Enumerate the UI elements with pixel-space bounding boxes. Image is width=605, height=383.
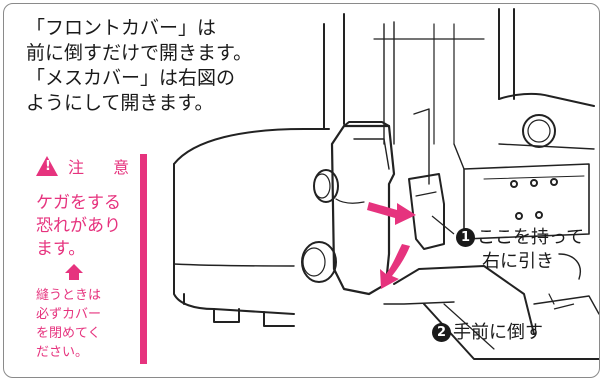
caution-sub-line: ださい。 xyxy=(36,345,89,360)
exclamation-mark: ! xyxy=(45,159,51,174)
caution-sub-line: 必ずカバー xyxy=(36,307,102,322)
step1-callout-line2: 右に引き xyxy=(482,247,554,273)
step2-line1: 手前に倒す xyxy=(453,322,543,343)
step1-number: 1 xyxy=(456,228,475,247)
caution-sub-line: 縫うときは xyxy=(36,288,102,303)
intro-line: 前に倒すだけで開きます。 xyxy=(26,42,253,64)
step2-number: 2 xyxy=(432,323,451,342)
caution-main-text: ケガをする 恐れがあり ます。 xyxy=(36,192,121,261)
up-arrow-stem xyxy=(69,273,79,280)
step1-line1: ここを持って xyxy=(477,227,585,248)
caution-main-line: ケガをする xyxy=(36,193,121,213)
step1-line2: 右に引き xyxy=(482,251,554,272)
exclamation-icon: ! xyxy=(36,156,58,176)
overlock-machine-illustration xyxy=(173,8,599,360)
caution-sub-line: を閉めてく xyxy=(36,326,101,341)
caution-header: ! 注 意 xyxy=(36,154,141,178)
up-arrow-icon xyxy=(65,264,83,273)
caution-box: ! 注 意 ケガをする 恐れがあり ます。 縫うときは 必ずカバー を閉めてく … xyxy=(36,154,148,364)
caution-sub-text: 縫うときは 必ずカバー を閉めてく ださい。 xyxy=(36,286,101,362)
intro-line: 「フロントカバー」は xyxy=(26,17,217,39)
caution-bar xyxy=(140,154,147,364)
intro-line: 「メスカバー」は右図の xyxy=(26,67,236,89)
intro-line: ようにして開きます。 xyxy=(26,92,214,114)
content-frame: 「フロントカバー」は 前に倒すだけで開きます。 「メスカバー」は右図の ようにし… xyxy=(3,3,600,378)
intro-text: 「フロントカバー」は 前に倒すだけで開きます。 「メスカバー」は右図の ようにし… xyxy=(26,16,252,116)
caution-main-line: ます。 xyxy=(36,239,86,259)
caution-title: 注 意 xyxy=(68,158,142,177)
caution-main-line: 恐れがあり xyxy=(36,216,121,236)
